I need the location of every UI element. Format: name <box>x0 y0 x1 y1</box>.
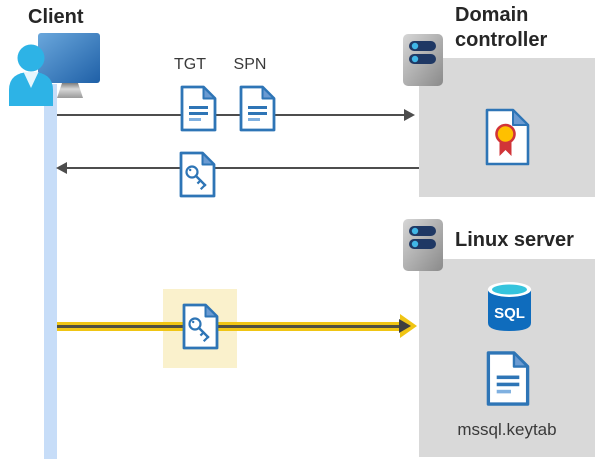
spn-label: SPN <box>233 56 267 73</box>
request-arrow-line <box>57 114 406 116</box>
spn-document-icon <box>239 85 276 132</box>
client-timeline-bar <box>44 84 57 459</box>
auth-arrow-core-line <box>57 325 403 328</box>
response-arrow-head-icon <box>56 162 67 174</box>
sql-badge-text: SQL <box>494 305 525 322</box>
keytab-document-icon <box>486 350 530 407</box>
response-arrow-line <box>66 167 419 169</box>
monitor-icon <box>38 33 100 83</box>
tgt-label: TGT <box>174 56 206 73</box>
domain-controller-server-icon <box>402 33 444 87</box>
client-label: Client <box>28 6 84 28</box>
linux-server-server-icon <box>402 218 444 272</box>
person-collar-icon <box>23 72 39 88</box>
keytab-key-document-icon <box>182 303 219 350</box>
certificate-icon <box>485 108 530 166</box>
sql-database-icon: SQL <box>487 280 532 333</box>
person-head-icon <box>17 44 45 72</box>
auth-arrow-head-icon <box>399 319 411 333</box>
monitor-stand-icon <box>57 83 83 98</box>
keytab-filename-label: mssql.keytab <box>457 420 557 439</box>
domain-controller-title: Domain controller <box>455 4 548 51</box>
client-icon <box>8 30 104 106</box>
tgt-document-icon <box>180 85 217 132</box>
ticket-key-document-icon <box>179 151 216 198</box>
linux-server-title: Linux server <box>455 229 574 251</box>
request-arrow-head-icon <box>404 109 415 121</box>
person-body-icon <box>9 72 53 106</box>
